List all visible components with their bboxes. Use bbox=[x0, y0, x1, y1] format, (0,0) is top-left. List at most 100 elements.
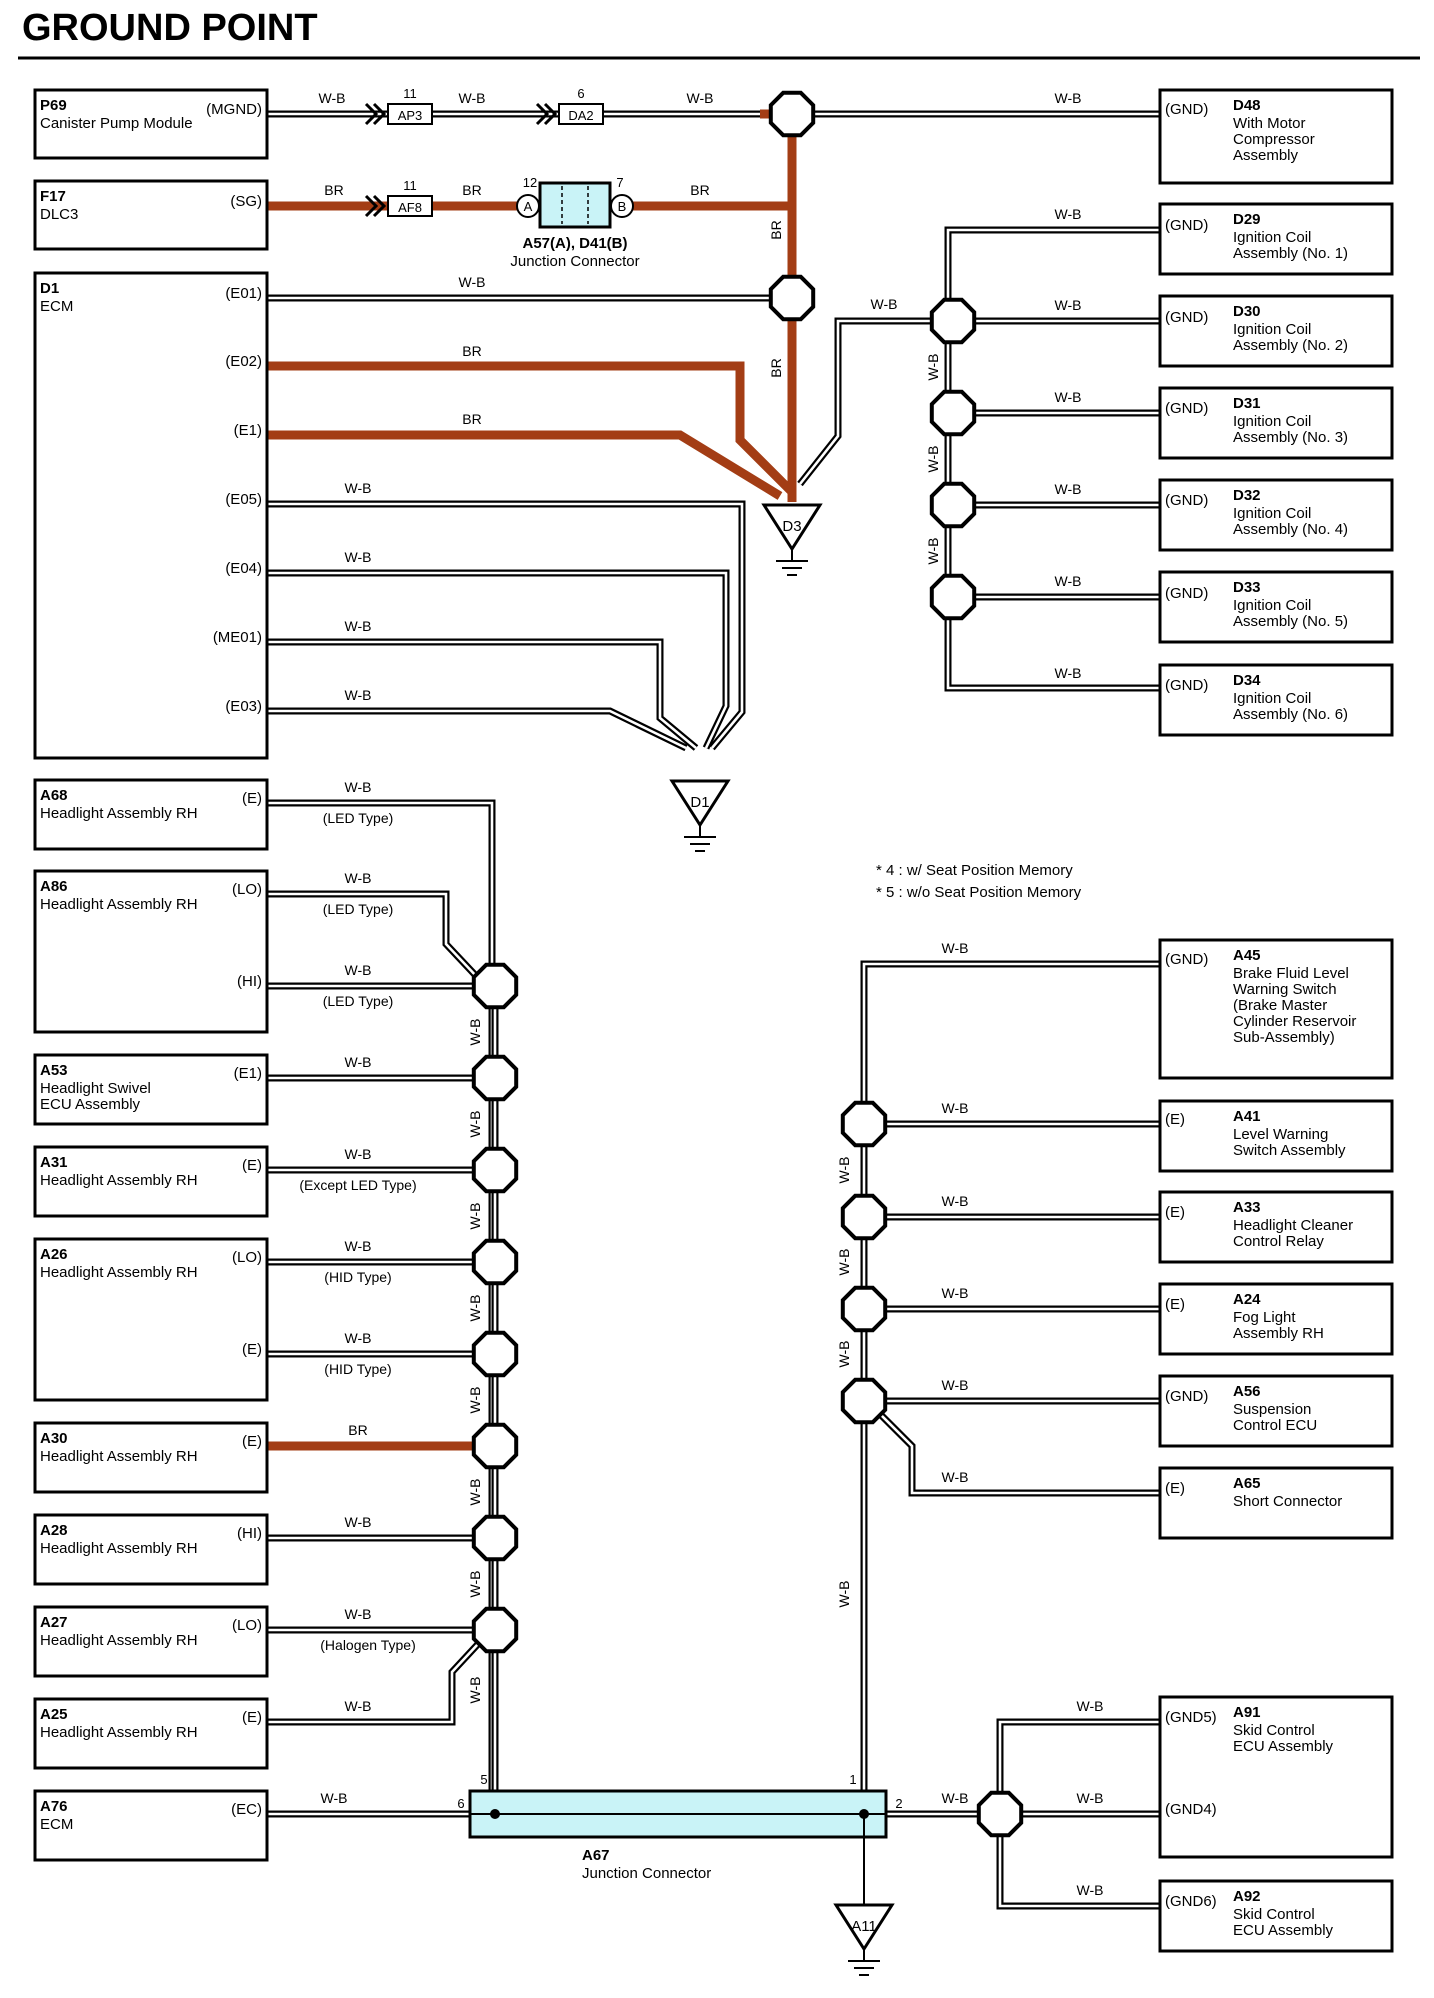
component-a92-id: A92 bbox=[1233, 1888, 1261, 1905]
wire-e03 bbox=[267, 707, 688, 752]
splice-ign-2 bbox=[929, 389, 977, 437]
wire-label-gnd6: W-B bbox=[1077, 1882, 1104, 1898]
ground-symbol-a11 bbox=[833, 1903, 895, 1976]
component-d48-pin-1: (GND) bbox=[1165, 101, 1208, 118]
ground-symbol-d1 bbox=[669, 779, 731, 852]
component-a68 bbox=[33, 778, 269, 851]
component-d1-pin-6: (ME01) bbox=[213, 629, 262, 646]
ground-label-a11: A11 bbox=[851, 1918, 877, 1935]
component-a28-pin-1: (HI) bbox=[237, 1525, 262, 1542]
component-a92 bbox=[1158, 1879, 1394, 1953]
ground-label-d3: D3 bbox=[782, 518, 801, 535]
component-f17 bbox=[33, 179, 269, 251]
component-a25-pin-1: (E) bbox=[242, 1709, 262, 1726]
component-a53-name-2: ECU Assembly bbox=[40, 1096, 141, 1113]
wire-a86-lo bbox=[267, 890, 481, 981]
component-p69-name-1: Canister Pump Module bbox=[40, 115, 193, 132]
component-a45-name-1: Brake Fluid Level bbox=[1233, 965, 1349, 982]
component-a31-id: A31 bbox=[40, 1154, 68, 1171]
wire-label-ign-v1: W-B bbox=[925, 354, 941, 381]
wire-label-a30: BR bbox=[348, 1422, 367, 1438]
inline-connector-ap3-label: AP3 bbox=[398, 108, 423, 123]
splice-ign-3 bbox=[929, 481, 977, 529]
wire-label-right-v2: W-B bbox=[836, 1249, 852, 1276]
ground-triangle bbox=[833, 1903, 895, 1952]
type-note-a27: (Halogen Type) bbox=[320, 1637, 415, 1653]
component-a30-pin-1: (E) bbox=[242, 1433, 262, 1450]
component-a25-name-1: Headlight Assembly RH bbox=[40, 1724, 198, 1741]
inline-connector-da2-pin: 6 bbox=[577, 86, 584, 101]
wires-layer bbox=[267, 109, 1160, 1910]
component-a33-id: A33 bbox=[1233, 1199, 1261, 1216]
component-a28-name-1: Headlight Assembly RH bbox=[40, 1540, 198, 1557]
component-a30-id: A30 bbox=[40, 1430, 68, 1447]
type-note-a68: (LED Type) bbox=[323, 810, 394, 826]
component-a65-name-1: Short Connector bbox=[1233, 1493, 1342, 1510]
wire-label-a53: W-B bbox=[345, 1054, 372, 1070]
component-a45-name-4: Cylinder Reservoir bbox=[1233, 1013, 1356, 1030]
component-a56-name-1: Suspension bbox=[1233, 1401, 1311, 1418]
component-a65 bbox=[1158, 1466, 1394, 1540]
wire-label-e01: W-B bbox=[459, 274, 486, 290]
wire-label-e02: BR bbox=[462, 343, 481, 359]
component-a86 bbox=[33, 869, 269, 1034]
wire-label-right-v4: W-B bbox=[836, 1581, 852, 1608]
ground-symbol-d3 bbox=[761, 503, 823, 576]
component-a45-name-5: Sub-Assembly) bbox=[1233, 1029, 1335, 1046]
wire-label-a86-lo: W-B bbox=[345, 870, 372, 886]
wire-ign-bus bbox=[944, 226, 1160, 692]
component-a56-id: A56 bbox=[1233, 1383, 1261, 1400]
splice-right-2 bbox=[840, 1193, 888, 1241]
component-d31-pin-1: (GND) bbox=[1165, 400, 1208, 417]
wire-label-a26-e: W-B bbox=[345, 1330, 372, 1346]
wire-label-a76: W-B bbox=[321, 1790, 348, 1806]
wire-core bbox=[798, 319, 953, 485]
type-note-a86-hi: (LED Type) bbox=[323, 993, 394, 1009]
component-a45-name-2: Warning Switch bbox=[1233, 981, 1337, 998]
wire-a65 bbox=[875, 1409, 1160, 1497]
component-a31 bbox=[33, 1145, 269, 1218]
component-d48-name-3: Assembly bbox=[1233, 147, 1299, 164]
note-1: * 4 : w/ Seat Position Memory bbox=[876, 862, 1073, 879]
component-a33-name-1: Headlight Cleaner bbox=[1233, 1217, 1353, 1234]
wire-outline bbox=[267, 1641, 481, 1726]
component-d34-name-2: Assembly (No. 6) bbox=[1233, 706, 1348, 723]
component-d30-pin-1: (GND) bbox=[1165, 309, 1208, 326]
component-a92-name-2: ECU Assembly bbox=[1233, 1922, 1334, 1939]
component-d1-pin-5: (E04) bbox=[225, 560, 262, 577]
junction-a67-label: A67 bbox=[582, 1847, 610, 1864]
component-f17-id: F17 bbox=[40, 188, 66, 205]
component-d48-name-1: With Motor bbox=[1233, 115, 1306, 132]
wire-label-gnd4: W-B bbox=[1077, 1790, 1104, 1806]
component-d34-pin-1: (GND) bbox=[1165, 677, 1208, 694]
wire-core bbox=[267, 502, 744, 749]
wire-label-a65: W-B bbox=[942, 1469, 969, 1485]
inline-connector-ap3-pin: 11 bbox=[403, 86, 417, 101]
component-a45-pin-1: (GND) bbox=[1165, 951, 1208, 968]
junction-a57-pin-a: 12 bbox=[523, 175, 537, 190]
wire-d3-branch bbox=[797, 317, 953, 487]
wire-label-a26-lo: W-B bbox=[345, 1238, 372, 1254]
splice-left-5 bbox=[471, 1330, 519, 1378]
component-a92-name-1: Skid Control bbox=[1233, 1906, 1315, 1923]
component-a92-pin-1: (GND6) bbox=[1165, 1893, 1217, 1910]
component-a45 bbox=[1158, 938, 1394, 1080]
wire-label-me01: W-B bbox=[345, 618, 372, 634]
wire-label-a45: W-B bbox=[942, 940, 969, 956]
splice-a91 bbox=[976, 1790, 1024, 1838]
wire-label-d3-branch: W-B bbox=[871, 296, 898, 312]
splice-left-3 bbox=[471, 1146, 519, 1194]
wire-label-e05: W-B bbox=[345, 480, 372, 496]
component-a25-id: A25 bbox=[40, 1706, 68, 1723]
inline-connector-af8 bbox=[387, 195, 433, 217]
component-d29-name-2: Assembly (No. 1) bbox=[1233, 245, 1348, 262]
component-a53-id: A53 bbox=[40, 1062, 68, 1079]
component-a56-pin-1: (GND) bbox=[1165, 1388, 1208, 1405]
inline-connector-ap3-chevron bbox=[364, 102, 387, 126]
component-a41-id: A41 bbox=[1233, 1108, 1261, 1125]
wire-label-ign-5: W-B bbox=[1055, 573, 1082, 589]
wire-label-p69-3: W-B bbox=[687, 90, 714, 106]
component-d1-pin-7: (E03) bbox=[225, 698, 262, 715]
component-a24-pin-1: (E) bbox=[1165, 1296, 1185, 1313]
component-a86-pin-1: (LO) bbox=[232, 881, 262, 898]
